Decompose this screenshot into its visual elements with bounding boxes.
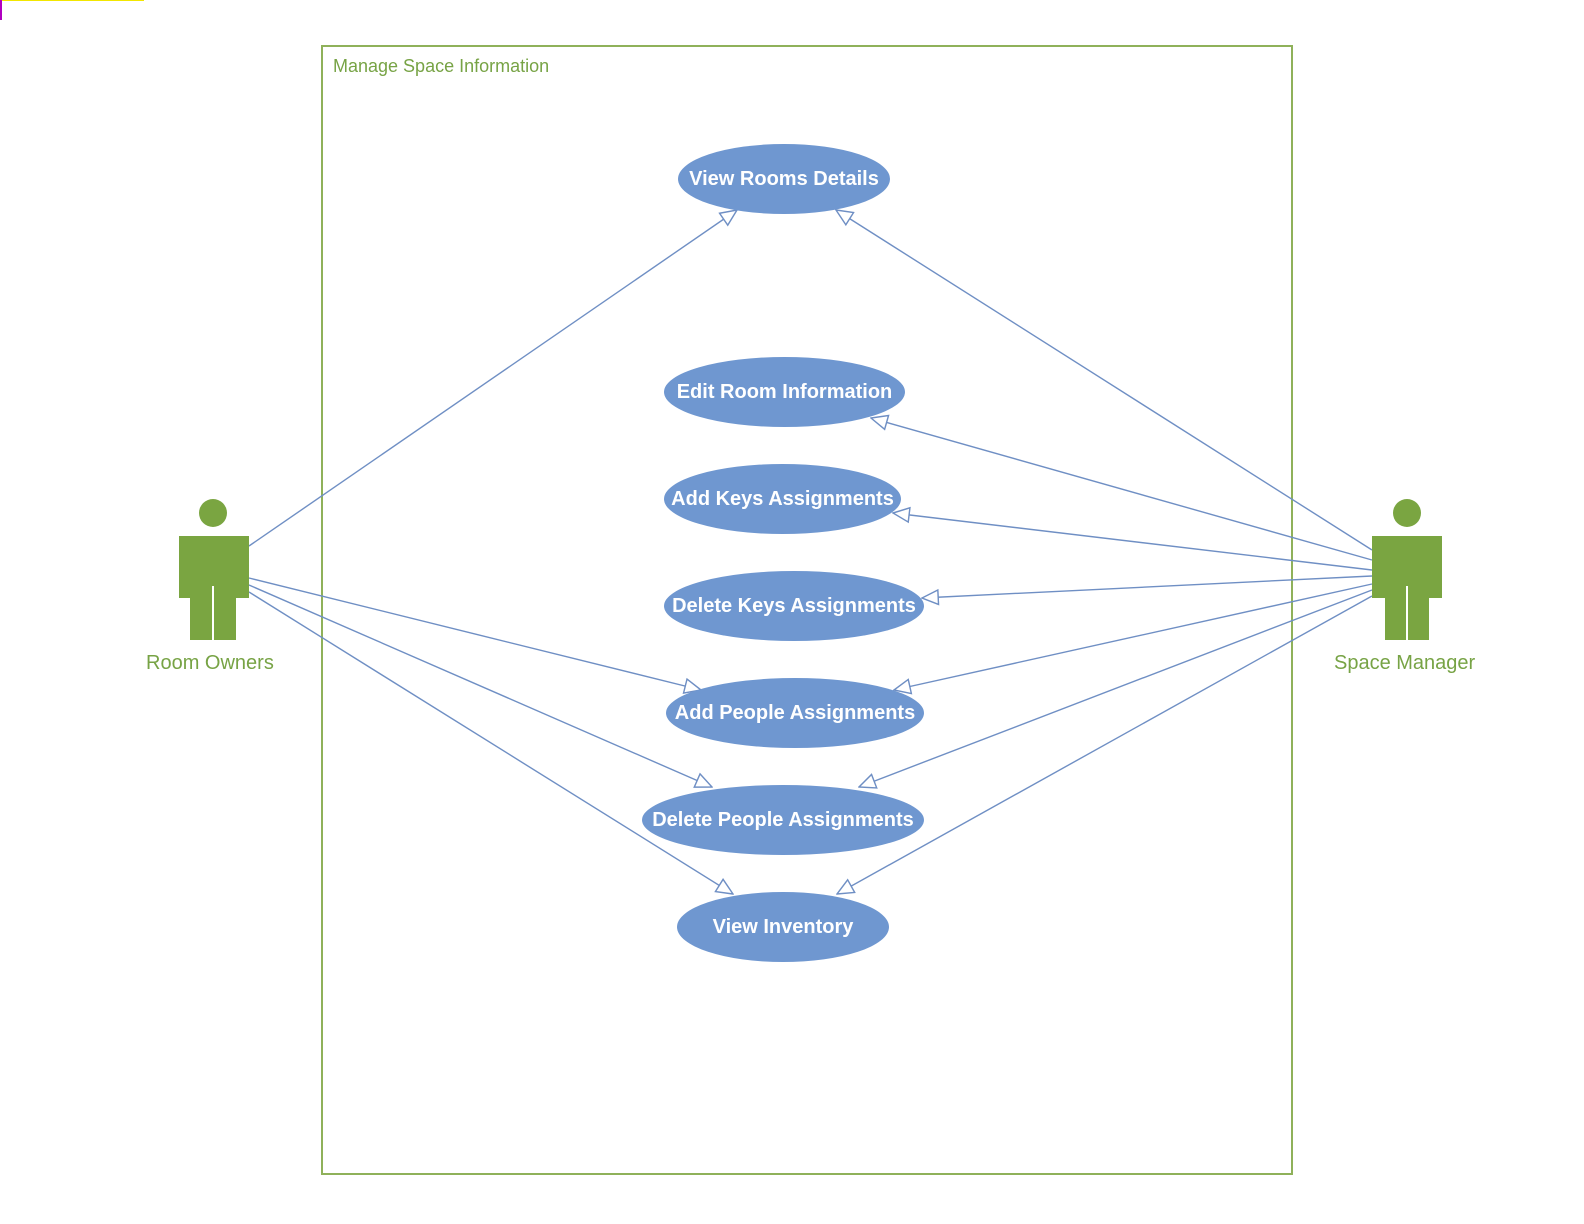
association-room-owners-to-delete-people-assignments [248,584,712,787]
system-boundary [321,45,1293,1175]
use-case-view-inventory[interactable]: View Inventory [677,892,889,962]
use-case-delete-keys-assignments[interactable]: Delete Keys Assignments [664,571,924,641]
association-room-owners-to-view-rooms-details [248,210,737,547]
association-room-owners-to-view-inventory [248,591,733,894]
actor-space-manager-label: Space Manager [1334,652,1476,674]
use-case-add-people-assignments[interactable]: Add People Assignments [666,678,924,748]
association-lines [248,210,1373,894]
actor-room-owners-label: Room Owners [146,652,274,674]
use-case-delete-people-assignments[interactable]: Delete People Assignments [642,785,924,855]
association-space-manager-to-view-rooms-details [836,210,1373,551]
use-case-view-rooms-details[interactable]: View Rooms Details [678,144,890,214]
association-space-manager-to-delete-keys-assignments [922,575,1373,598]
association-space-manager-to-delete-people-assignments [859,589,1373,787]
use-case-edit-room-information[interactable]: Edit Room Information [664,357,905,427]
use-case-add-keys-assignments[interactable]: Add Keys Assignments [664,464,901,534]
actor-space-manager-icon [1372,499,1442,640]
association-space-manager-to-add-people-assignments [894,583,1373,690]
system-boundary-title: Manage Space Information [333,56,550,76]
association-space-manager-to-edit-room-information [871,418,1373,561]
association-space-manager-to-view-inventory [837,595,1373,894]
actor-room-owners-icon [179,499,249,640]
top-marker-line [0,0,144,1]
association-space-manager-to-add-keys-assignments [893,513,1373,571]
top-marker-tick [0,0,2,20]
association-room-owners-to-add-people-assignments [248,577,701,690]
